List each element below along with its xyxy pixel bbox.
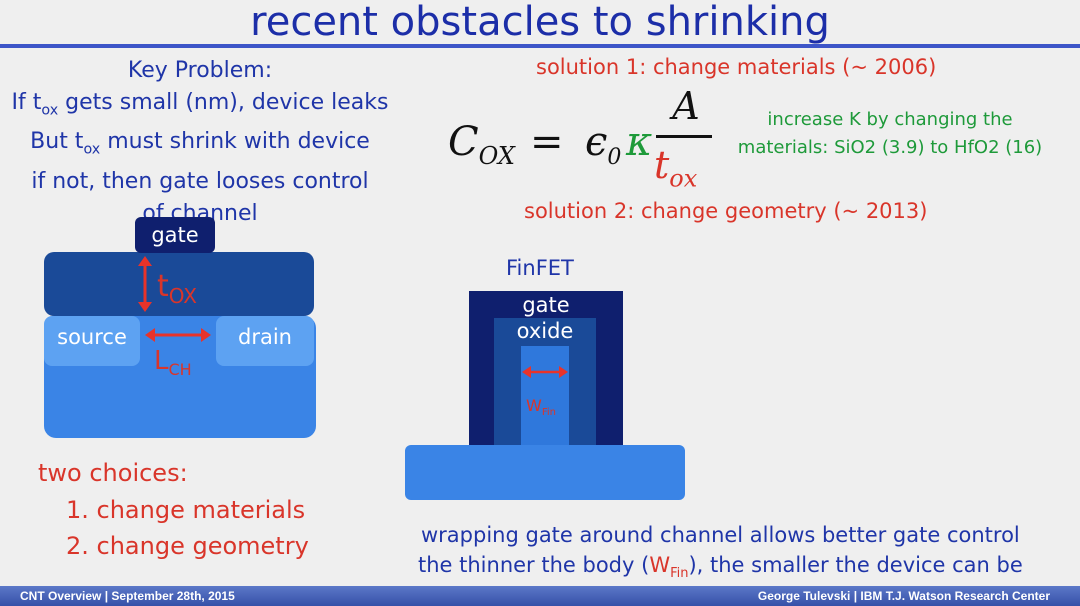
- key-problem-block: Key Problem: If tox gets small (nm), dev…: [0, 55, 400, 230]
- key-problem-line-2: But tox must shrink with device: [30, 129, 370, 158]
- mosfet-drain: drain: [216, 316, 314, 366]
- formula-kappa: κ: [626, 119, 653, 165]
- choice-1: 1. change materials: [66, 496, 306, 524]
- key-problem-heading: Key Problem:: [127, 58, 273, 83]
- formula-fraction-bar: [656, 135, 712, 138]
- key-problem-line-3: if not, then gate looses control: [31, 168, 369, 194]
- footer-bar: CNT Overview | September 28th, 2015 Geor…: [0, 586, 1080, 606]
- formula-equals: =: [530, 119, 564, 165]
- finfet-oxide-label: oxide: [516, 319, 574, 343]
- lch-label: LCH: [154, 346, 192, 380]
- formula-epsilon: ϵ0: [585, 119, 622, 170]
- formula-denominator: tox: [654, 143, 698, 193]
- lch-arrow: [145, 328, 211, 342]
- key-problem-line-1: If tox gets small (nm), device leaks: [11, 90, 389, 119]
- choice-2: 2. change geometry: [66, 532, 309, 560]
- footer-right: George Tulevski | IBM T.J. Watson Resear…: [757, 589, 1050, 603]
- bottom-line-1: wrapping gate around channel allows bett…: [421, 523, 1020, 547]
- finfet-substrate: [405, 445, 685, 500]
- wfin-arrow: [522, 366, 568, 378]
- increase-k-note: increase K by changing the materials: Si…: [737, 109, 1043, 158]
- slide-title: recent obstacles to shrinking: [250, 0, 830, 45]
- solution-1: solution 1: change materials (~ 2006): [536, 55, 937, 79]
- solution-2: solution 2: change geometry (~ 2013): [524, 199, 928, 223]
- mosfet-source: source: [44, 316, 140, 366]
- choices-heading: two choices:: [38, 459, 188, 487]
- finfet-gate-label: gate: [522, 293, 570, 317]
- wfin-label: WFin: [526, 396, 556, 419]
- formula-lhs: COX: [448, 119, 515, 170]
- mosfet-oxide: [44, 252, 314, 316]
- bottom-line-2: the thinner the body (WFin), the smaller…: [418, 553, 1023, 582]
- title-underline: [0, 44, 1080, 48]
- tox-label: tOX: [157, 269, 197, 309]
- mosfet-gate: gate: [135, 217, 215, 253]
- finfet-label: FinFET: [506, 256, 574, 280]
- tox-arrow: [138, 256, 152, 312]
- formula-numerator: A: [672, 84, 700, 128]
- footer-left: CNT Overview | September 28th, 2015: [20, 589, 235, 603]
- finfet-fin: [521, 346, 569, 449]
